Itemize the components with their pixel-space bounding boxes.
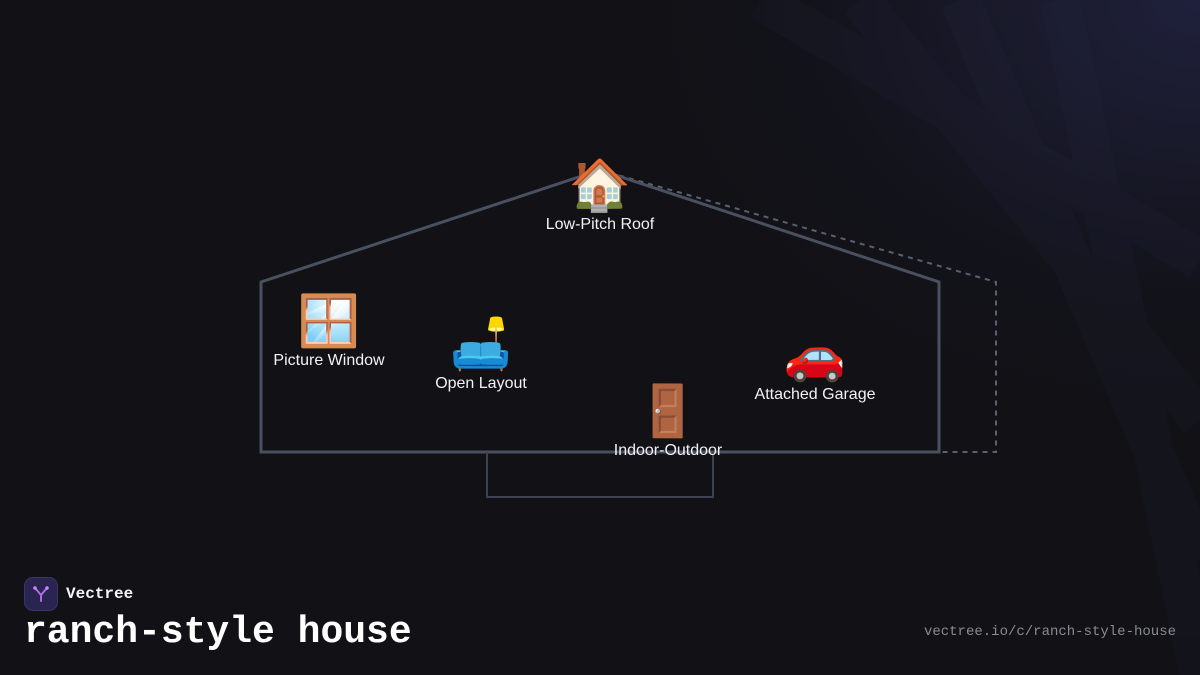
house-outline <box>259 168 941 454</box>
node-open-layout: 🛋️ Open Layout <box>435 315 527 393</box>
garage-dashed-outline <box>599 169 997 453</box>
couch-and-lamp-icon: 🛋️ <box>449 316 513 372</box>
node-low-pitch-roof: 🏠 Low-Pitch Roof <box>546 156 655 234</box>
node-attached-garage: 🚗 Attached Garage <box>755 326 876 404</box>
page-title: ranch-style house <box>24 611 412 654</box>
porch-outline <box>486 452 714 498</box>
car-icon: 🚗 <box>783 327 847 383</box>
vectree-branch-icon <box>24 577 58 611</box>
brand-name: Vectree <box>66 585 134 603</box>
node-label: Indoor-Outdoor <box>613 442 723 459</box>
brand: Vectree <box>24 577 133 611</box>
page-url: vectree.io/c/ranch-style-house <box>923 624 1176 640</box>
node-label: Low-Pitch Roof <box>545 216 655 233</box>
door-icon: 🚪 <box>636 383 700 439</box>
node-label: Attached Garage <box>754 386 876 403</box>
node-label: Picture Window <box>273 352 385 369</box>
house-icon: 🏠 <box>568 157 632 213</box>
node-label: Open Layout <box>435 375 527 392</box>
window-icon: 🪟 <box>297 293 361 349</box>
node-indoor-outdoor: 🚪 Indoor-Outdoor <box>614 382 723 460</box>
node-picture-window: 🪟 Picture Window <box>273 292 384 370</box>
